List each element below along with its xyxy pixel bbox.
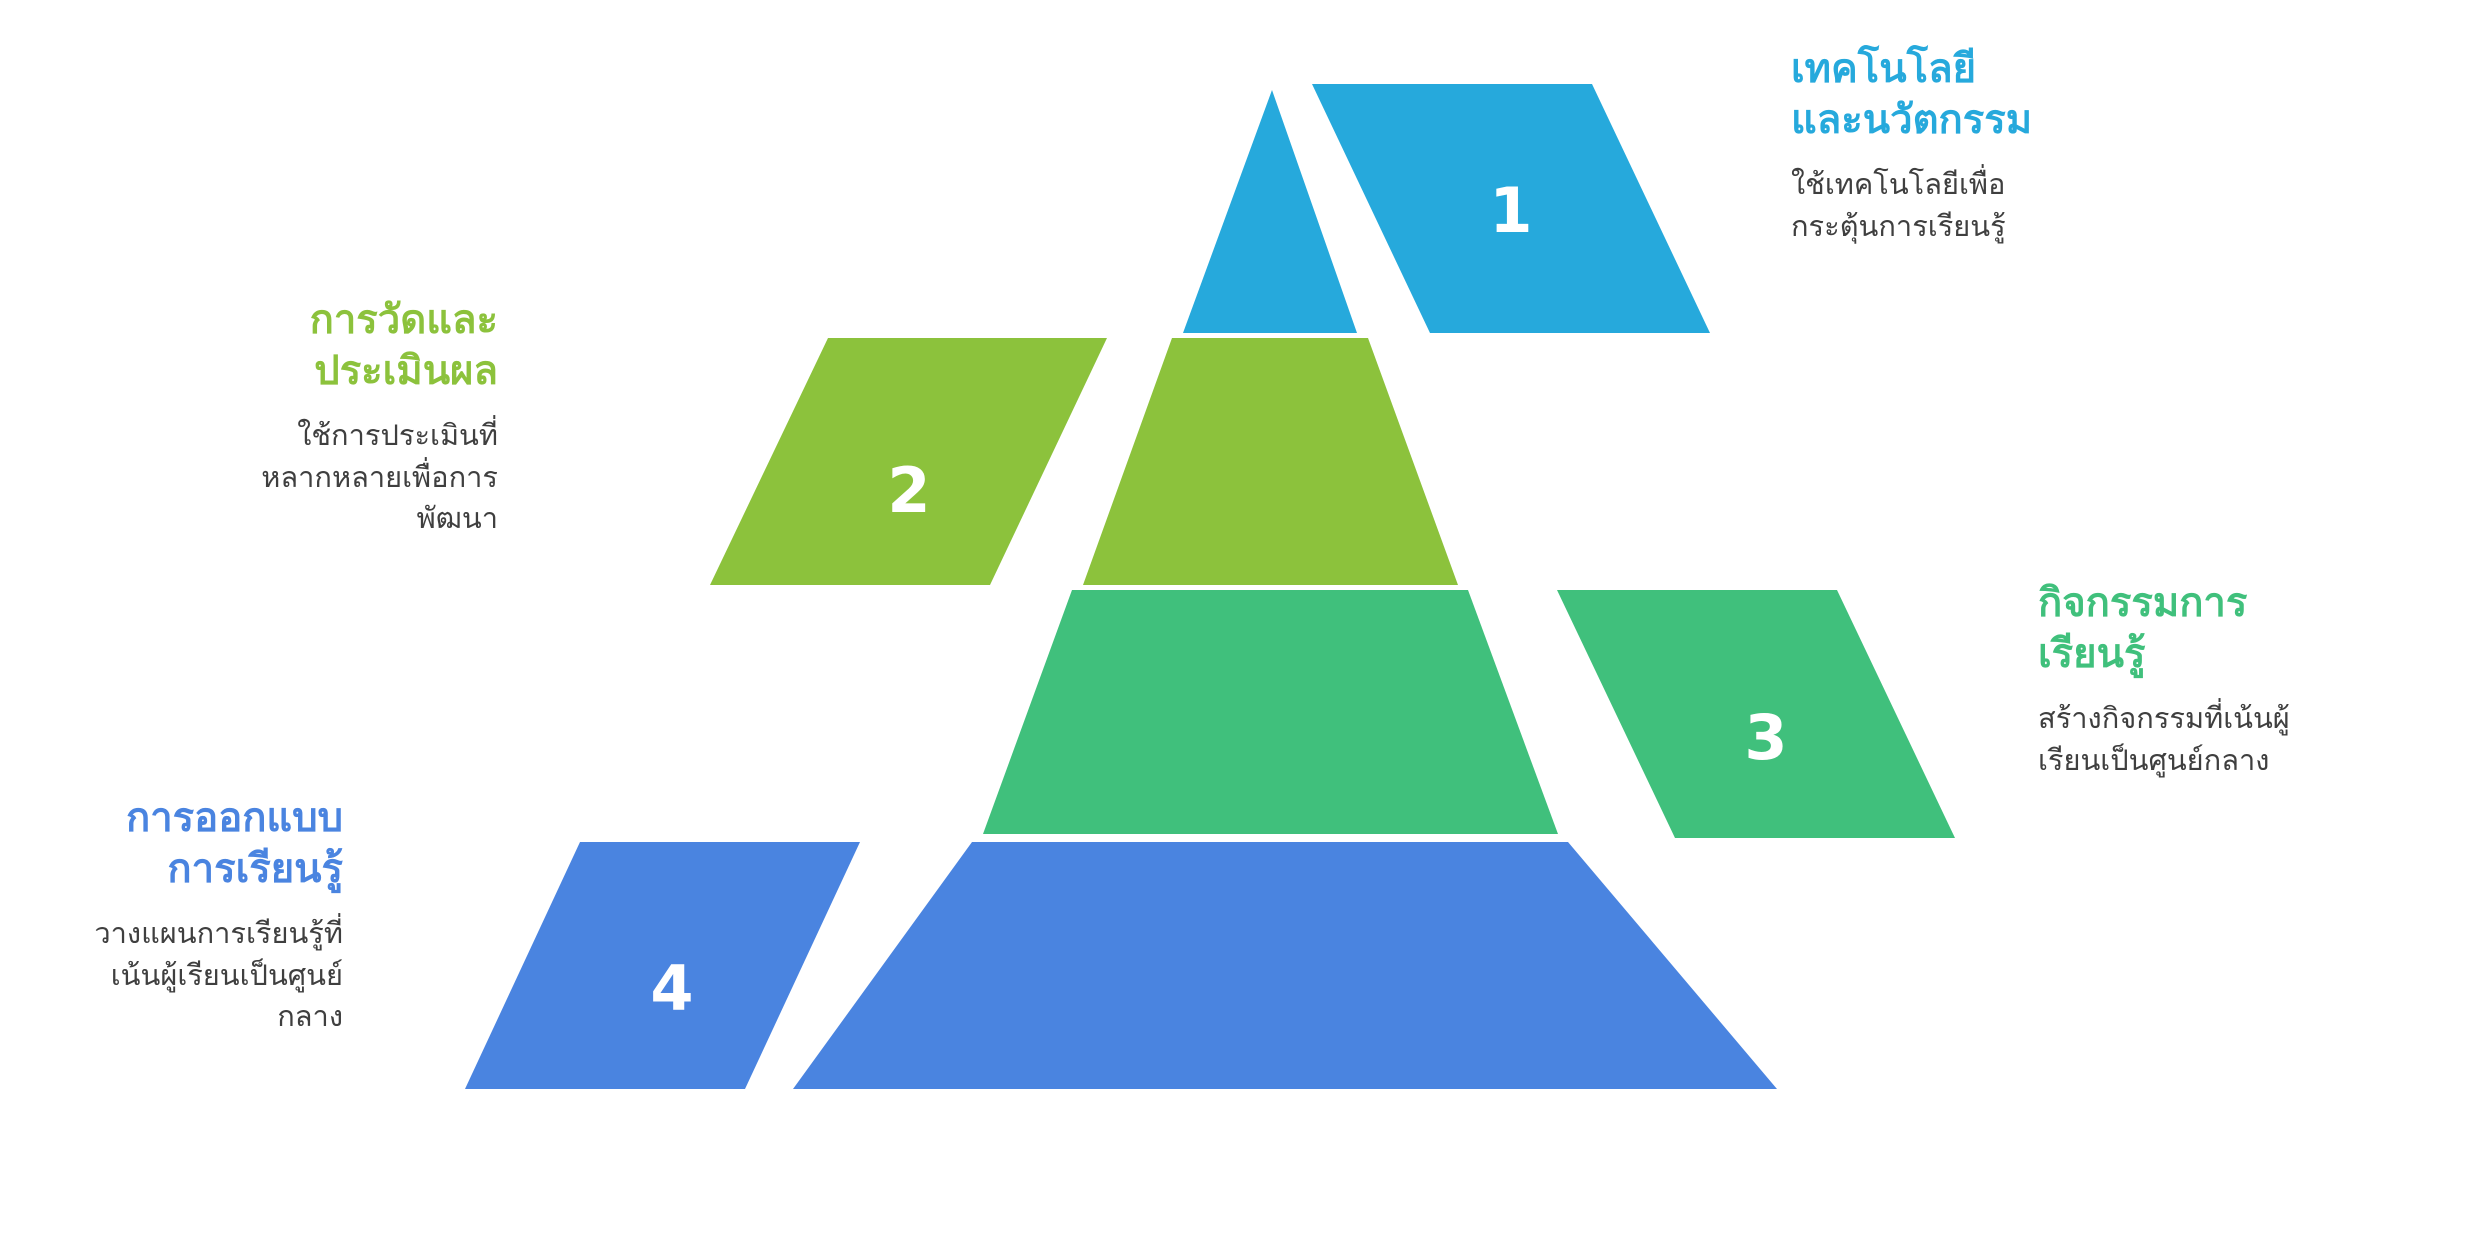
callout-tier-4-title: การออกแบบ การเรียนรู้ [126, 795, 343, 893]
pyramid-tier-3-core[interactable] [983, 590, 1558, 834]
pyramid-tier-4-number: 4 [650, 952, 693, 1025]
pyramid-tier-1-core[interactable] [1183, 90, 1357, 333]
callout-tier-2-title: การวัดและ ประเมินผล [309, 297, 498, 395]
pyramid-tier-2-number: 2 [887, 454, 930, 527]
callout-tier-1-title: เทคโนโลยี และนวัตกรรม [1791, 46, 2033, 144]
callout-tier-2-description: ใช้การประเมินที่ หลากหลายเพื่อการ พัฒนา [261, 418, 498, 535]
pyramid-tier-3-number: 3 [1744, 701, 1787, 774]
pyramid-tier-3-tab[interactable] [1557, 590, 1955, 838]
pyramid-tier-2-tab[interactable] [710, 338, 1107, 585]
pyramid-tier-1-tab[interactable] [1312, 84, 1710, 333]
callout-tier-1: เทคโนโลยี และนวัตกรรม ใช้เทคโนโลยีเพื่อ … [1791, 44, 2121, 247]
callout-tier-1-description: ใช้เทคโนโลยีเพื่อ กระตุ้นการเรียนรู้ [1791, 167, 2006, 243]
callout-tier-3: กิจกรรมการ เรียนรู้ สร้างกิจกรรมที่เน้นผ… [2038, 578, 2368, 781]
callout-tier-3-description: สร้างกิจกรรมที่เน้นผู้ เรียนเป็นศูนย์กลา… [2038, 701, 2290, 777]
callout-tier-2: การวัดและ ประเมินผล ใช้การประเมินที่ หลา… [168, 295, 498, 539]
pyramid-tier-1-number: 1 [1489, 174, 1532, 247]
pyramid-tier-4-tab[interactable] [465, 842, 860, 1089]
pyramid-tier-4-core[interactable] [793, 842, 1777, 1089]
callout-tier-3-title: กิจกรรมการ เรียนรู้ [2038, 580, 2248, 678]
callout-tier-4-description: วางแผนการเรียนรู้ที่ เน้นผู้เรียนเป็นศูน… [94, 916, 343, 1033]
pyramid-tier-2-core[interactable] [1083, 338, 1458, 585]
callout-tier-4: การออกแบบ การเรียนรู้ วางแผนการเรียนรู้ท… [13, 793, 343, 1037]
